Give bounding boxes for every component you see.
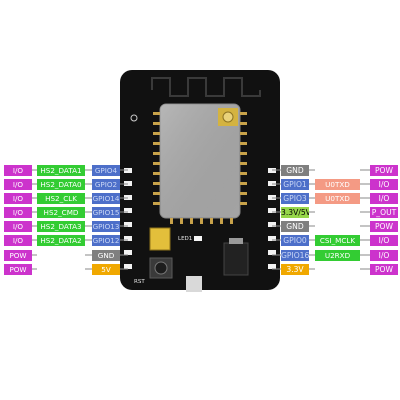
left-pin-gpio-label: GPIO12 (92, 234, 120, 246)
right-pin-function-label: U2RXD (315, 249, 360, 261)
right-pin-function-label: U0TXD (315, 178, 360, 190)
right-pin-type-label: POW (370, 164, 398, 176)
left-pin-type-label: I/O (4, 164, 32, 176)
left-pin-gpio-label: GPIO15 (92, 206, 120, 218)
right-pin-label: 3.3V/5V (281, 206, 309, 218)
right-pin-label: GND (281, 220, 309, 232)
right-pin-label: GPIO3 (281, 192, 309, 204)
right-pin-type-label: POW (370, 220, 398, 232)
right-pin-label: GPIO0 (281, 234, 309, 246)
led1 (194, 236, 202, 241)
board-label-led1: LED1 (178, 236, 192, 242)
right-pin-function-label: CSI_MCLK (315, 234, 360, 246)
left-pin-type-label: I/O (4, 192, 32, 204)
voltage-regulator (223, 242, 249, 276)
left-pin-type-label: POW (4, 263, 32, 275)
right-pin-label: GPIO16 (281, 249, 309, 261)
tantalum-capacitor (149, 227, 171, 251)
right-pin-type-label: POW (370, 263, 398, 275)
left-pin-type-label: I/O (4, 234, 32, 246)
left-pin-type-label: I/O (4, 178, 32, 190)
left-pin-function-label: HS2_DATA2 (37, 234, 85, 246)
right-pin-type-label: I/O (370, 192, 398, 204)
left-pin-gpio-label: GPIO4 (92, 164, 120, 176)
pcb-antenna (151, 77, 261, 97)
left-pin-gpio-label: GPIO14 (92, 192, 120, 204)
right-pin-type-label: I/O (370, 234, 398, 246)
right-pin-function-label: U0TXD (315, 192, 360, 204)
left-pin-type-label: POW (4, 249, 32, 261)
right-pin-label: 3.3V (281, 263, 309, 275)
left-pin-type-label: I/O (4, 220, 32, 232)
left-pin-function-label: HS2_CLK (37, 192, 85, 204)
board-fiducial (130, 114, 138, 122)
ipex-connector (218, 108, 238, 126)
right-pin-type-label: I/O (370, 249, 398, 261)
left-pin-type-label: I/O (4, 206, 32, 218)
esp32-cam-board: LED1 RST (120, 70, 280, 292)
left-pin-gpio-label: GPIO13 (92, 220, 120, 232)
left-pin-function-label: HS2_DATA0 (37, 178, 85, 190)
left-pin-function-label: HS2_CMD (37, 206, 85, 218)
left-pin-function-label: HS2_DATA1 (37, 164, 85, 176)
pin-connector-lines (32, 169, 370, 270)
board-label-rst: RST (134, 279, 145, 285)
left-pin-gpio-label: GPIO2 (92, 178, 120, 190)
reset-button (149, 257, 173, 279)
left-pin-gpio-label: 5V (92, 263, 120, 275)
right-pin-label: GPIO1 (281, 178, 309, 190)
right-pin-type-label: P_OUT (370, 206, 398, 218)
left-pin-function-label: HS2_DATA3 (37, 220, 85, 232)
right-pin-type-label: I/O (370, 178, 398, 190)
left-pin-gpio-label: GND (92, 249, 120, 261)
module-pads (153, 112, 247, 224)
flash-led (186, 276, 202, 292)
right-pin-label: GND (281, 164, 309, 176)
